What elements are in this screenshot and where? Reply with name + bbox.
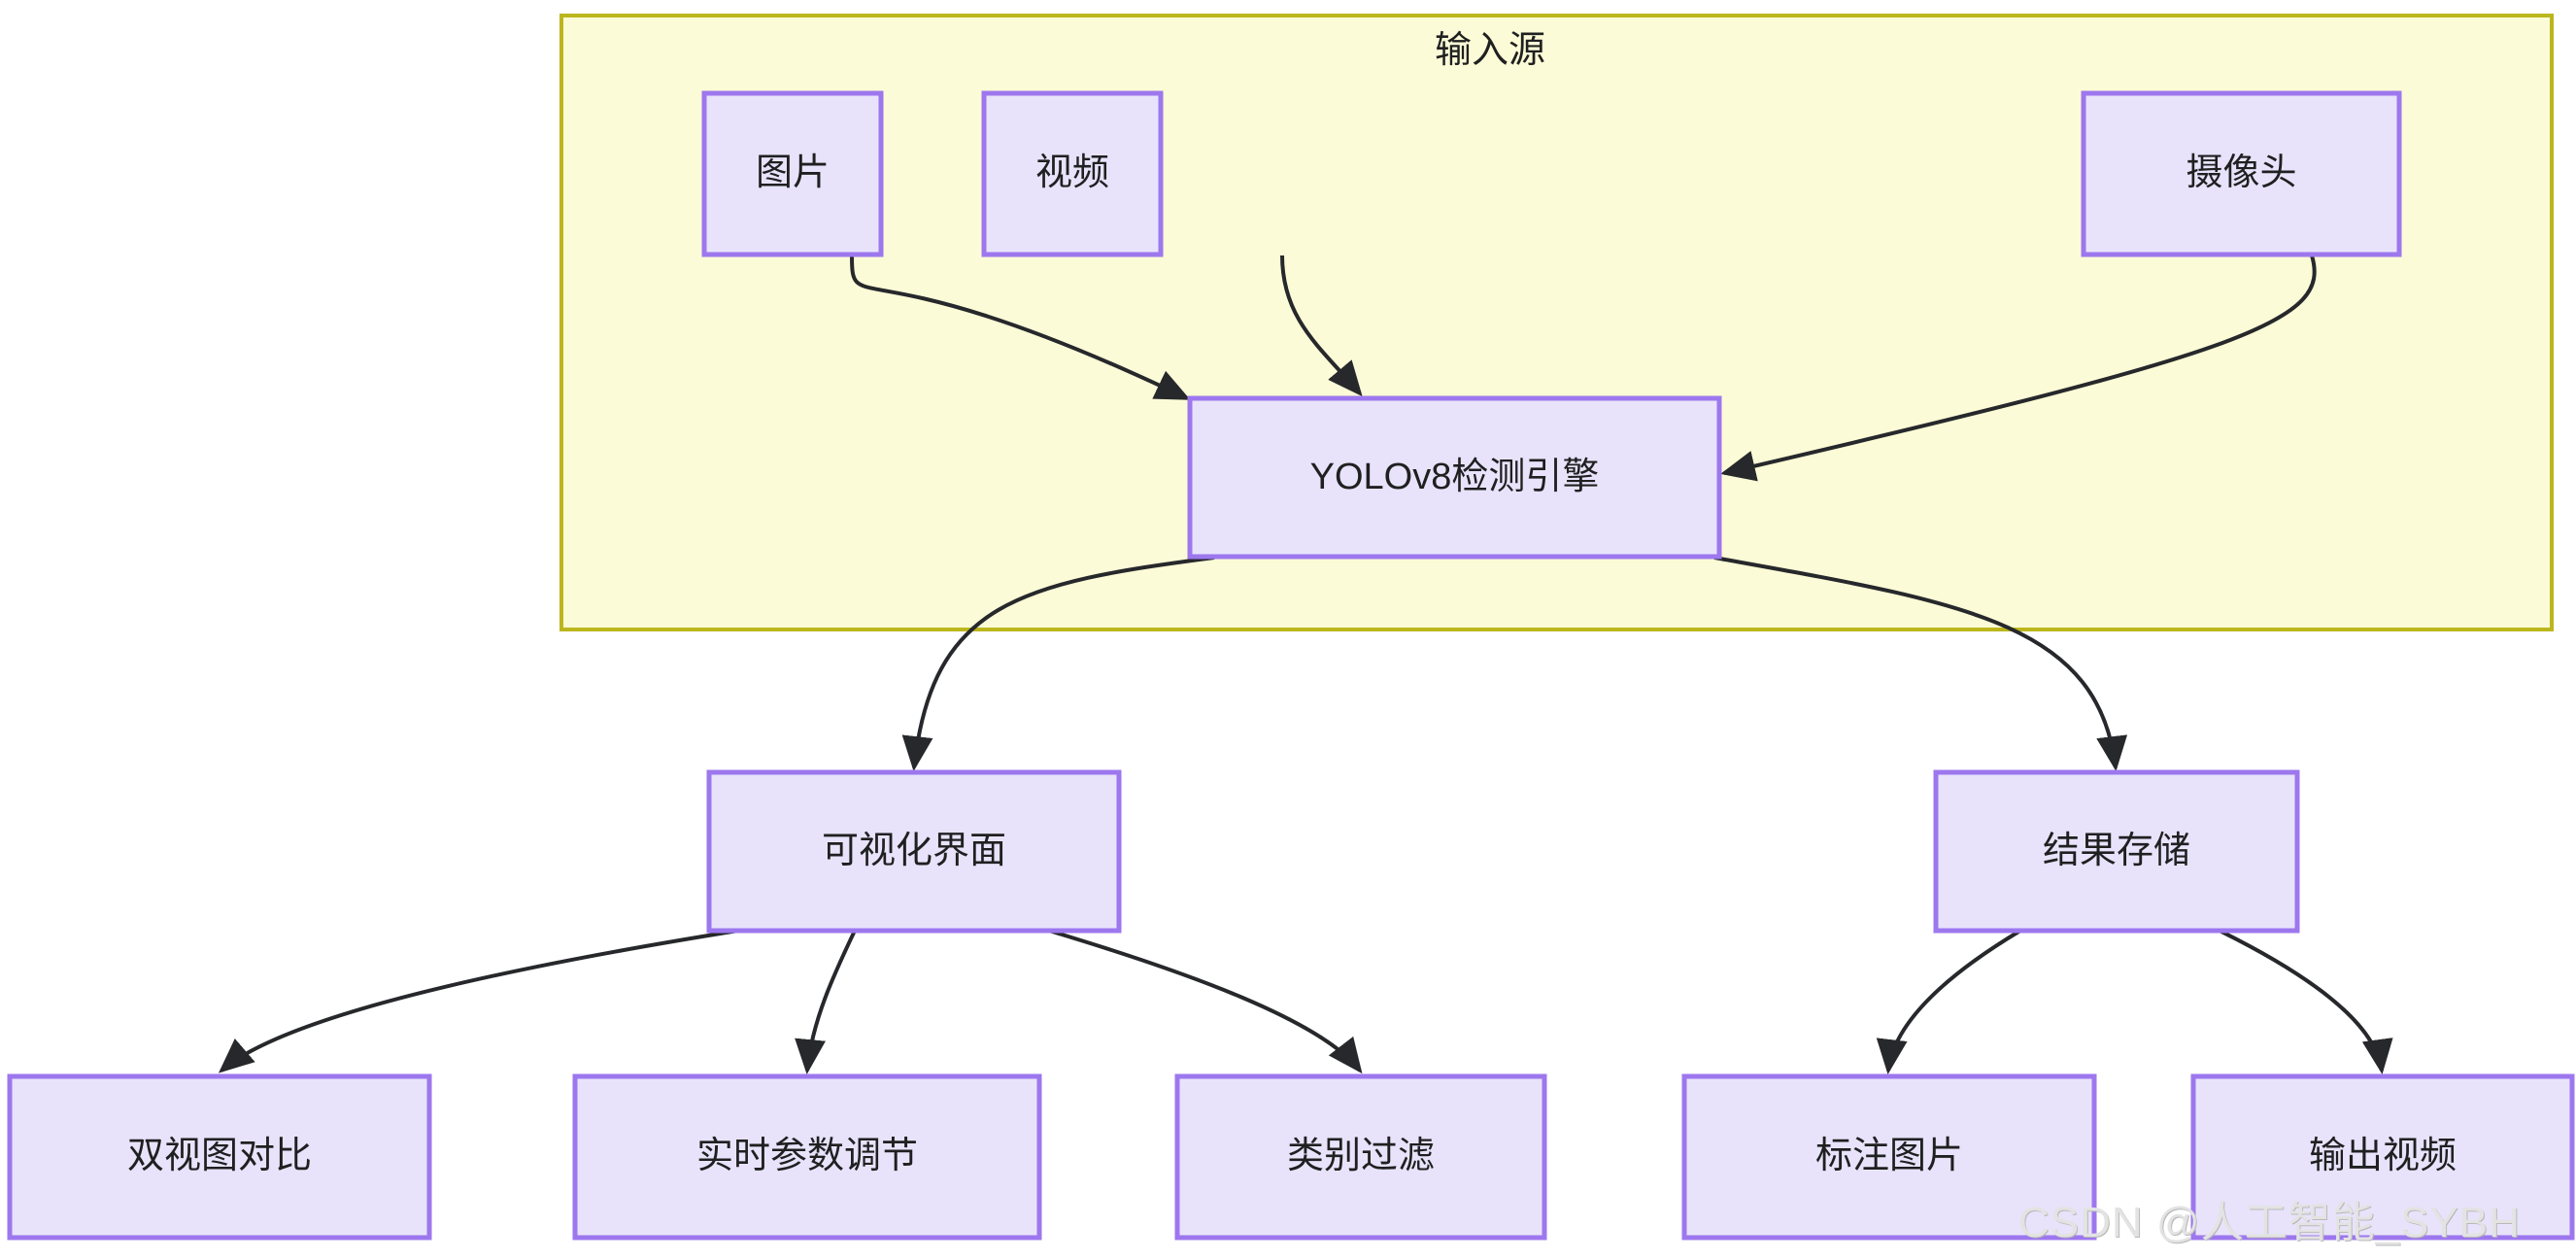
- edge-ui-to-dualview: [218, 929, 739, 1073]
- node-ui[interactable]: [706, 769, 1122, 934]
- node-video[interactable]: [981, 90, 1164, 257]
- edge-video-to-engine: [1280, 255, 1363, 397]
- node-image[interactable]: [701, 90, 884, 257]
- edge-storage-to-annotated: [1876, 929, 2022, 1074]
- node-storage[interactable]: [1933, 769, 2300, 934]
- edge-camera-to-engine: [1720, 255, 2317, 482]
- node-params[interactable]: [572, 1073, 1042, 1241]
- node-engine[interactable]: [1187, 395, 1722, 560]
- node-outvideo[interactable]: [2190, 1073, 2575, 1241]
- edge-ui-to-params: [795, 930, 857, 1074]
- edge-engine-to-ui: [901, 556, 1215, 771]
- edge-engine-to-storage: [1713, 556, 2128, 771]
- node-camera[interactable]: [2081, 90, 2402, 257]
- edge-image-to-engine: [850, 255, 1191, 400]
- node-dualview[interactable]: [7, 1073, 432, 1241]
- edge-layer: [218, 255, 2393, 1074]
- node-annotated[interactable]: [1681, 1073, 2097, 1241]
- node-layer: [7, 90, 2575, 1241]
- cluster-label-input-sources: 输入源: [1435, 30, 1546, 71]
- edge-storage-to-outvideo: [2219, 929, 2393, 1074]
- node-filter[interactable]: [1174, 1073, 1547, 1241]
- edge-ui-to-filter: [1048, 929, 1363, 1074]
